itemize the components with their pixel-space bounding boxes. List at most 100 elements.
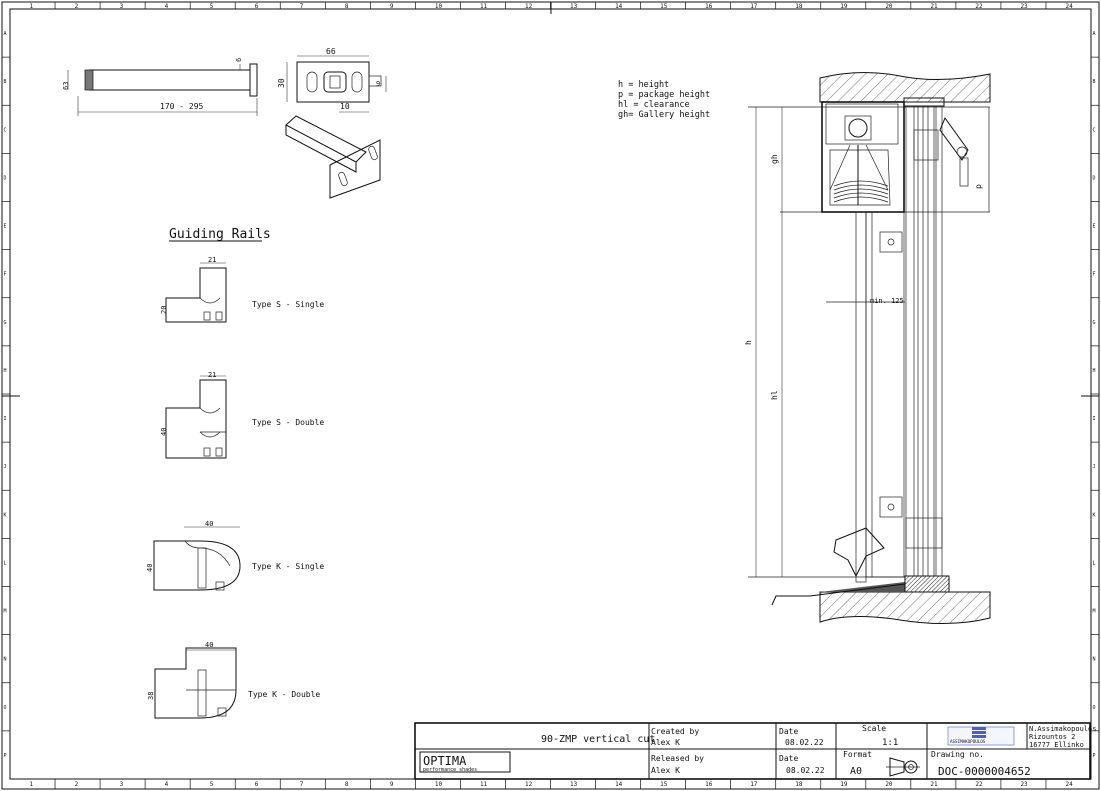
column-marker: 21 — [930, 781, 938, 788]
column-marker: 19 — [840, 3, 848, 10]
created-date-label: Date — [779, 727, 798, 736]
row-marker: G — [1093, 320, 1096, 326]
column-marker: 9 — [390, 781, 394, 788]
address-line-1: N.Assimakopoulos — [1029, 725, 1096, 733]
dim-bracket-height: 30 — [277, 78, 286, 88]
column-marker: 16 — [705, 3, 713, 10]
row-marker: H — [4, 368, 7, 374]
column-marker: 17 — [750, 781, 758, 788]
row-marker: D — [1093, 175, 1096, 181]
column-marker: 18 — [795, 3, 803, 10]
dim-bracket-side: 63 — [62, 82, 70, 90]
column-marker: 23 — [1020, 781, 1028, 788]
column-marker: 1 — [30, 781, 34, 788]
format-label: Format — [843, 750, 872, 759]
column-marker: 3 — [120, 3, 124, 10]
column-marker: 10 — [435, 3, 443, 10]
column-marker: 10 — [435, 781, 443, 788]
section-label-gh: gh — [770, 154, 779, 164]
column-marker: 19 — [840, 781, 848, 788]
section-label-p: p — [974, 184, 983, 189]
column-marker: 5 — [210, 3, 214, 10]
projection-symbol-icon — [886, 757, 920, 777]
column-marker: 23 — [1020, 3, 1028, 10]
rail-k-single-label: Type K - Single — [252, 562, 324, 571]
row-marker: B — [1093, 79, 1096, 85]
row-marker: P — [1093, 753, 1096, 759]
column-marker: 7 — [300, 3, 304, 10]
legend-line-h: h = height — [618, 80, 669, 90]
column-marker: 14 — [615, 3, 623, 10]
section-label-hl: hl — [770, 390, 779, 400]
row-marker: N — [4, 657, 7, 663]
row-marker: O — [4, 705, 7, 711]
rail-k-double-dim-top: 40 — [205, 641, 213, 649]
row-marker: P — [4, 753, 7, 759]
row-marker: O — [1093, 705, 1096, 711]
optima-logo-sub: performance shades — [423, 767, 477, 773]
rail-k-double-label: Type K - Double — [248, 690, 320, 699]
column-marker: 21 — [930, 3, 938, 10]
row-marker: C — [4, 127, 7, 133]
row-marker: I — [4, 416, 7, 422]
rail-type-s-double: 21 40 Type S - Double — [160, 371, 324, 459]
released-by-value: Alex K — [651, 766, 680, 775]
column-marker: 2 — [75, 781, 79, 788]
format-value: A0 — [850, 766, 862, 777]
dim-bracket-thickness: 6 — [235, 58, 243, 62]
rail-type-k-double: 40 38 Type K - Double — [147, 641, 320, 719]
column-marker: 9 — [390, 3, 394, 10]
column-marker: 17 — [750, 3, 758, 10]
column-marker: 22 — [975, 3, 983, 10]
dim-bracket-small: 9 — [376, 80, 380, 88]
rail-type-s-single: 21 20 Type S - Single — [160, 256, 324, 323]
row-marker: L — [1093, 560, 1096, 566]
column-marker: 24 — [1065, 3, 1073, 10]
guiding-rails-title: Guiding Rails — [169, 227, 271, 242]
row-marker: A — [1093, 31, 1096, 37]
row-marker: K — [4, 512, 7, 518]
column-marker: 11 — [480, 781, 488, 788]
column-marker: 20 — [885, 3, 893, 10]
row-marker: F — [1093, 272, 1096, 278]
row-marker: E — [1093, 224, 1096, 230]
row-marker: F — [4, 272, 7, 278]
rail-k-single-dim-top: 40 — [205, 520, 213, 528]
column-marker: 16 — [705, 781, 713, 788]
row-marker: J — [4, 464, 7, 470]
rail-s-single-label: Type S - Single — [252, 300, 324, 309]
optima-logo: OPTIMA — [423, 754, 467, 768]
column-marker: 15 — [660, 3, 668, 10]
section-min-label: min. 125 — [870, 297, 904, 305]
column-marker: 12 — [525, 781, 533, 788]
scale-value: 1:1 — [882, 738, 898, 748]
title-block: OPTIMA performance shades 90-ZMP vertica… — [414, 722, 1096, 780]
address-line-3: 16777 Ellinko — [1029, 741, 1084, 749]
rail-k-double-dim-side: 38 — [147, 692, 155, 700]
address-line-2: Rizountos 2 — [1029, 733, 1075, 741]
legend-line-p: p = package height — [618, 90, 710, 100]
guiding-rails-section: Guiding Rails 21 20 Type S - Single 21 4… — [146, 227, 324, 719]
released-date-label: Date — [779, 754, 798, 763]
row-marker: A — [4, 31, 7, 37]
column-marker: 4 — [165, 781, 169, 788]
column-marker: 4 — [165, 3, 169, 10]
row-marker: D — [4, 175, 7, 181]
column-marker: 8 — [345, 3, 349, 10]
vertical-cut-section: h hl gh p min. 125 — [744, 71, 991, 625]
column-marker: 11 — [480, 3, 488, 10]
row-marker: B — [4, 79, 7, 85]
column-marker: 2 — [75, 3, 79, 10]
column-marker: 1 — [30, 3, 34, 10]
dim-bracket-length: 170 - 295 — [160, 102, 204, 111]
row-marker: C — [1093, 127, 1096, 133]
created-date-value: 08.02.22 — [785, 738, 824, 747]
section-label-h: h — [744, 340, 753, 345]
legend-line-hl: hl = clearance — [618, 100, 690, 110]
rail-s-double-dim-side: 40 — [160, 428, 168, 436]
row-marker: M — [4, 609, 7, 615]
rail-s-single-dim-side: 20 — [160, 306, 168, 314]
